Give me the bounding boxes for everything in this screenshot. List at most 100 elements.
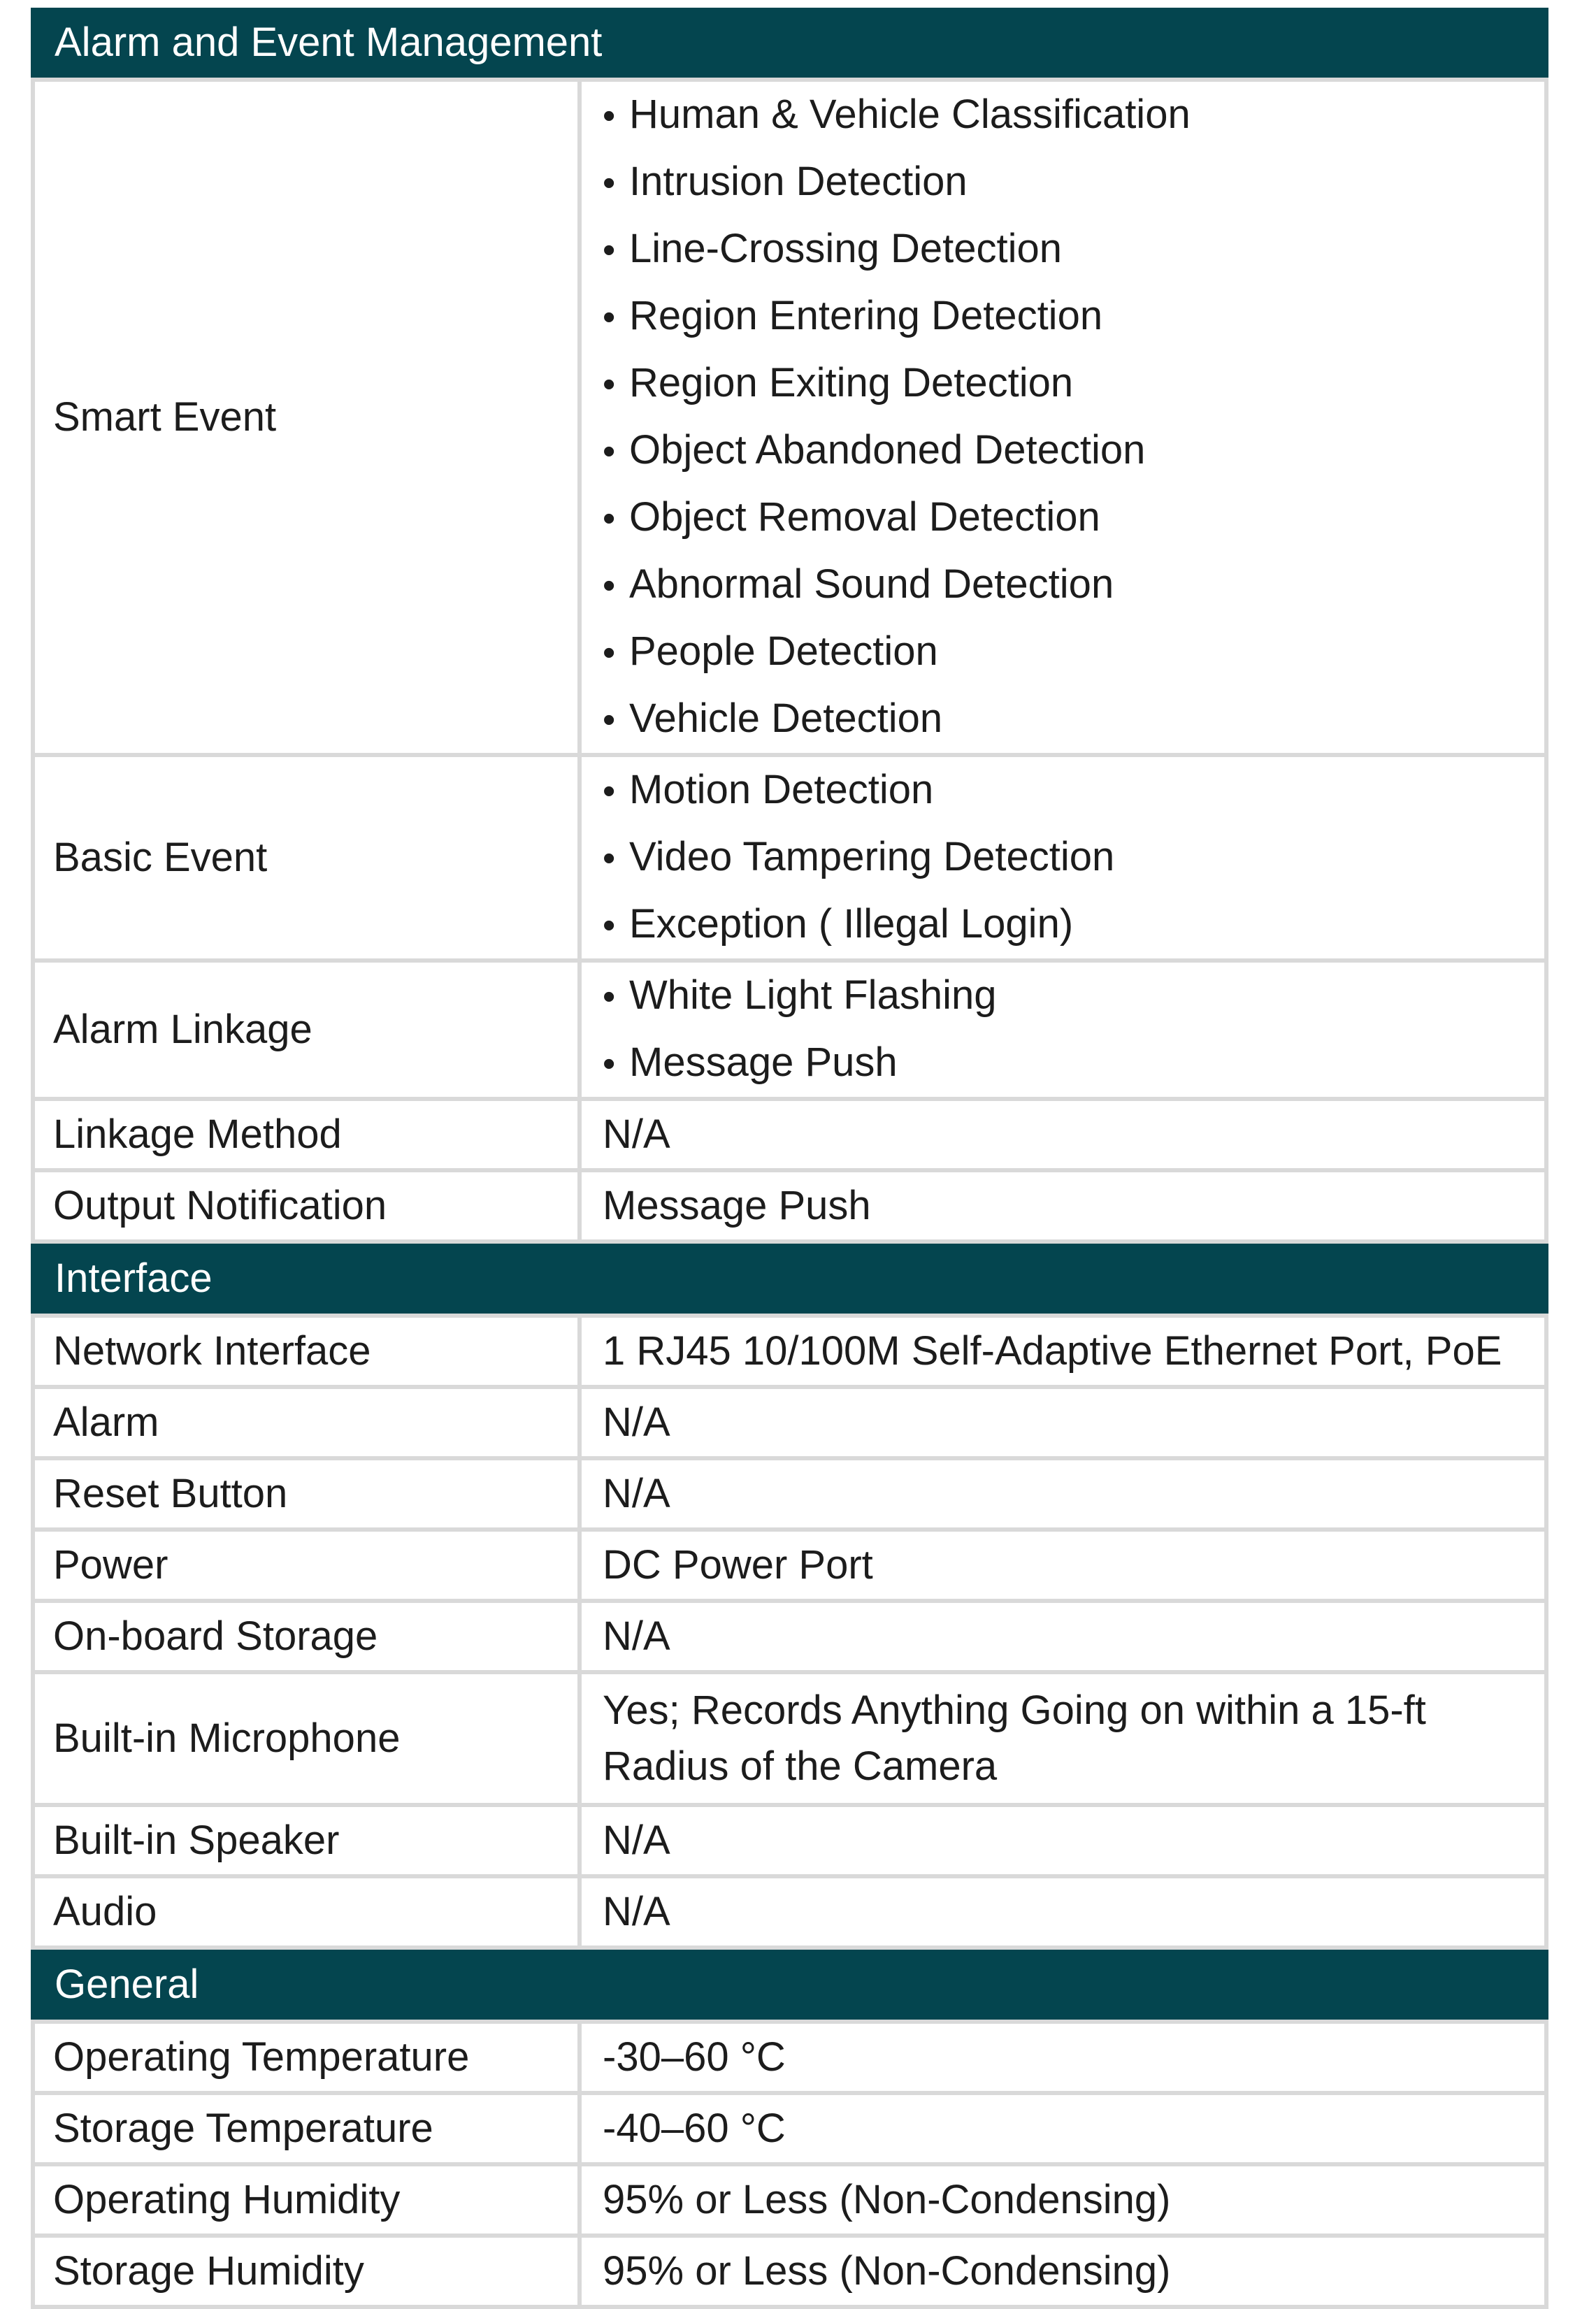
bullet-item: • Human & Vehicle Classification [603, 82, 1532, 149]
bullet-icon: • [603, 905, 616, 946]
row-operating-humidity: Operating Humidity 95% or Less (Non-Cond… [31, 2166, 1548, 2238]
row-value: • White Light Flashing • Message Push [582, 963, 1544, 1097]
bullet-text: Motion Detection [629, 767, 934, 812]
row-value: N/A [603, 1613, 670, 1659]
section-header-alarm-and-event-management: Alarm and Event Management [31, 8, 1548, 82]
bullet-text: Region Exiting Detection [629, 360, 1074, 405]
row-value: 95% or Less (Non-Condensing) [603, 2248, 1171, 2294]
row-value: Message Push [603, 1183, 871, 1228]
section-title: Interface [55, 1256, 213, 1301]
row-value: N/A [603, 1818, 670, 1863]
row-linkage-method: Linkage Method N/A [31, 1101, 1548, 1172]
row-label: On-board Storage [35, 1603, 582, 1670]
bullet-icon: • [603, 431, 616, 472]
row-label: Smart Event [35, 82, 582, 753]
bullet-icon: • [603, 96, 616, 136]
bullet-item: • White Light Flashing [603, 963, 1532, 1030]
row-value: 95% or Less (Non-Condensing) [603, 2177, 1171, 2222]
bullet-item: • Exception ( Illegal Login) [603, 891, 1532, 958]
row-value: DC Power Port [603, 1542, 873, 1588]
bullet-item: • Abnormal Sound Detection [603, 552, 1532, 619]
row-label: Power [35, 1532, 582, 1599]
section-header-general: General [31, 1950, 1548, 2024]
row-value: -30–60 °C [603, 2034, 786, 2080]
row-label: Linkage Method [35, 1101, 582, 1168]
row-storage-temperature: Storage Temperature -40–60 °C [31, 2095, 1548, 2166]
bullet-text: People Detection [629, 628, 938, 674]
bullet-item: • Video Tampering Detection [603, 824, 1532, 891]
row-value: • Motion Detection • Video Tampering Detec… [582, 757, 1544, 958]
row-reset-button: Reset Button N/A [31, 1460, 1548, 1532]
bullet-icon: • [603, 163, 616, 203]
bullet-text: Object Abandoned Detection [629, 427, 1146, 473]
row-label: Operating Temperature [35, 2024, 582, 2091]
row-value: -40–60 °C [603, 2106, 786, 2151]
bullet-item: • People Detection [603, 619, 1532, 686]
row-output-notification: Output Notification Message Push [31, 1172, 1548, 1244]
bullet-text: Abnormal Sound Detection [629, 561, 1114, 607]
bullet-icon: • [603, 230, 616, 271]
bullet-item: • Motion Detection [603, 757, 1532, 824]
spec-table: Alarm and Event Management Smart Event •… [31, 8, 1548, 2309]
bullet-item: • Object Abandoned Detection [603, 417, 1532, 484]
row-operating-temperature: Operating Temperature -30–60 °C [31, 2024, 1548, 2095]
bullet-item: • Intrusion Detection [603, 149, 1532, 216]
bullet-icon: • [603, 1044, 616, 1084]
bullet-icon: • [603, 700, 616, 740]
row-label: Alarm Linkage [35, 963, 582, 1097]
bullet-text: Exception ( Illegal Login) [629, 901, 1074, 947]
row-label: Alarm [35, 1389, 582, 1456]
row-value: Yes; Records Anything Going on within a … [603, 1688, 1426, 1789]
row-basic-event: Basic Event • Motion Detection • Video Tam… [31, 757, 1548, 963]
bullet-text: Human & Vehicle Classification [629, 92, 1191, 137]
row-alarm-linkage: Alarm Linkage • White Light Flashing • Mes… [31, 963, 1548, 1101]
section-title: Alarm and Event Management [55, 20, 603, 65]
row-onboard-storage: On-board Storage N/A [31, 1603, 1548, 1674]
row-label: Storage Temperature [35, 2095, 582, 2162]
bullet-text: Video Tampering Detection [629, 834, 1115, 879]
row-label: Storage Humidity [35, 2238, 582, 2305]
bullet-icon: • [603, 633, 616, 673]
row-label: Network Interface [35, 1318, 582, 1385]
row-label: Basic Event [35, 757, 582, 958]
row-value: 1 RJ45 10/100M Self-Adaptive Ethernet Po… [603, 1328, 1502, 1374]
row-network-interface: Network Interface 1 RJ45 10/100M Self-Ad… [31, 1318, 1548, 1389]
bullet-icon: • [603, 771, 616, 812]
row-value: N/A [603, 1400, 670, 1445]
bullet-icon: • [603, 566, 616, 606]
bullet-text: Intrusion Detection [629, 159, 968, 204]
row-value: N/A [603, 1889, 670, 1934]
row-smart-event: Smart Event • Human & Vehicle Classificat… [31, 82, 1548, 757]
bullet-text: Line-Crossing Detection [629, 226, 1062, 271]
bullet-item: • Object Removal Detection [603, 484, 1532, 552]
bullet-icon: • [603, 838, 616, 879]
bullet-text: Vehicle Detection [629, 696, 943, 741]
row-label: Operating Humidity [35, 2166, 582, 2234]
bullet-item: • Vehicle Detection [603, 686, 1532, 753]
row-value: • Human & Vehicle Classification • Intrusi… [582, 82, 1544, 753]
bullet-text: Message Push [629, 1040, 898, 1085]
row-label: Audio [35, 1878, 582, 1945]
row-label: Built-in Speaker [35, 1807, 582, 1874]
section-header-interface: Interface [31, 1244, 1548, 1318]
row-storage-humidity: Storage Humidity 95% or Less (Non-Conden… [31, 2238, 1548, 2309]
bullet-item: • Line-Crossing Detection [603, 216, 1532, 283]
row-audio: Audio N/A [31, 1878, 1548, 1950]
bullet-text: Region Entering Detection [629, 293, 1103, 338]
row-built-in-speaker: Built-in Speaker N/A [31, 1807, 1548, 1878]
row-alarm: Alarm N/A [31, 1389, 1548, 1460]
bullet-icon: • [603, 498, 616, 539]
row-built-in-microphone: Built-in Microphone Yes; Records Anythin… [31, 1674, 1548, 1807]
section-title: General [55, 1962, 199, 2007]
bullet-item: • Message Push [603, 1030, 1532, 1097]
row-value: N/A [603, 1112, 670, 1157]
bullet-text: Object Removal Detection [629, 494, 1100, 540]
row-label: Output Notification [35, 1172, 582, 1239]
row-power: Power DC Power Port [31, 1532, 1548, 1603]
bullet-icon: • [603, 977, 616, 1017]
bullet-item: •Region Entering Detection [603, 283, 1532, 350]
bullet-text: White Light Flashing [629, 972, 997, 1018]
bullet-icon: • [603, 364, 616, 405]
bullet-item: • Region Exiting Detection [603, 350, 1532, 417]
row-label: Reset Button [35, 1460, 582, 1527]
